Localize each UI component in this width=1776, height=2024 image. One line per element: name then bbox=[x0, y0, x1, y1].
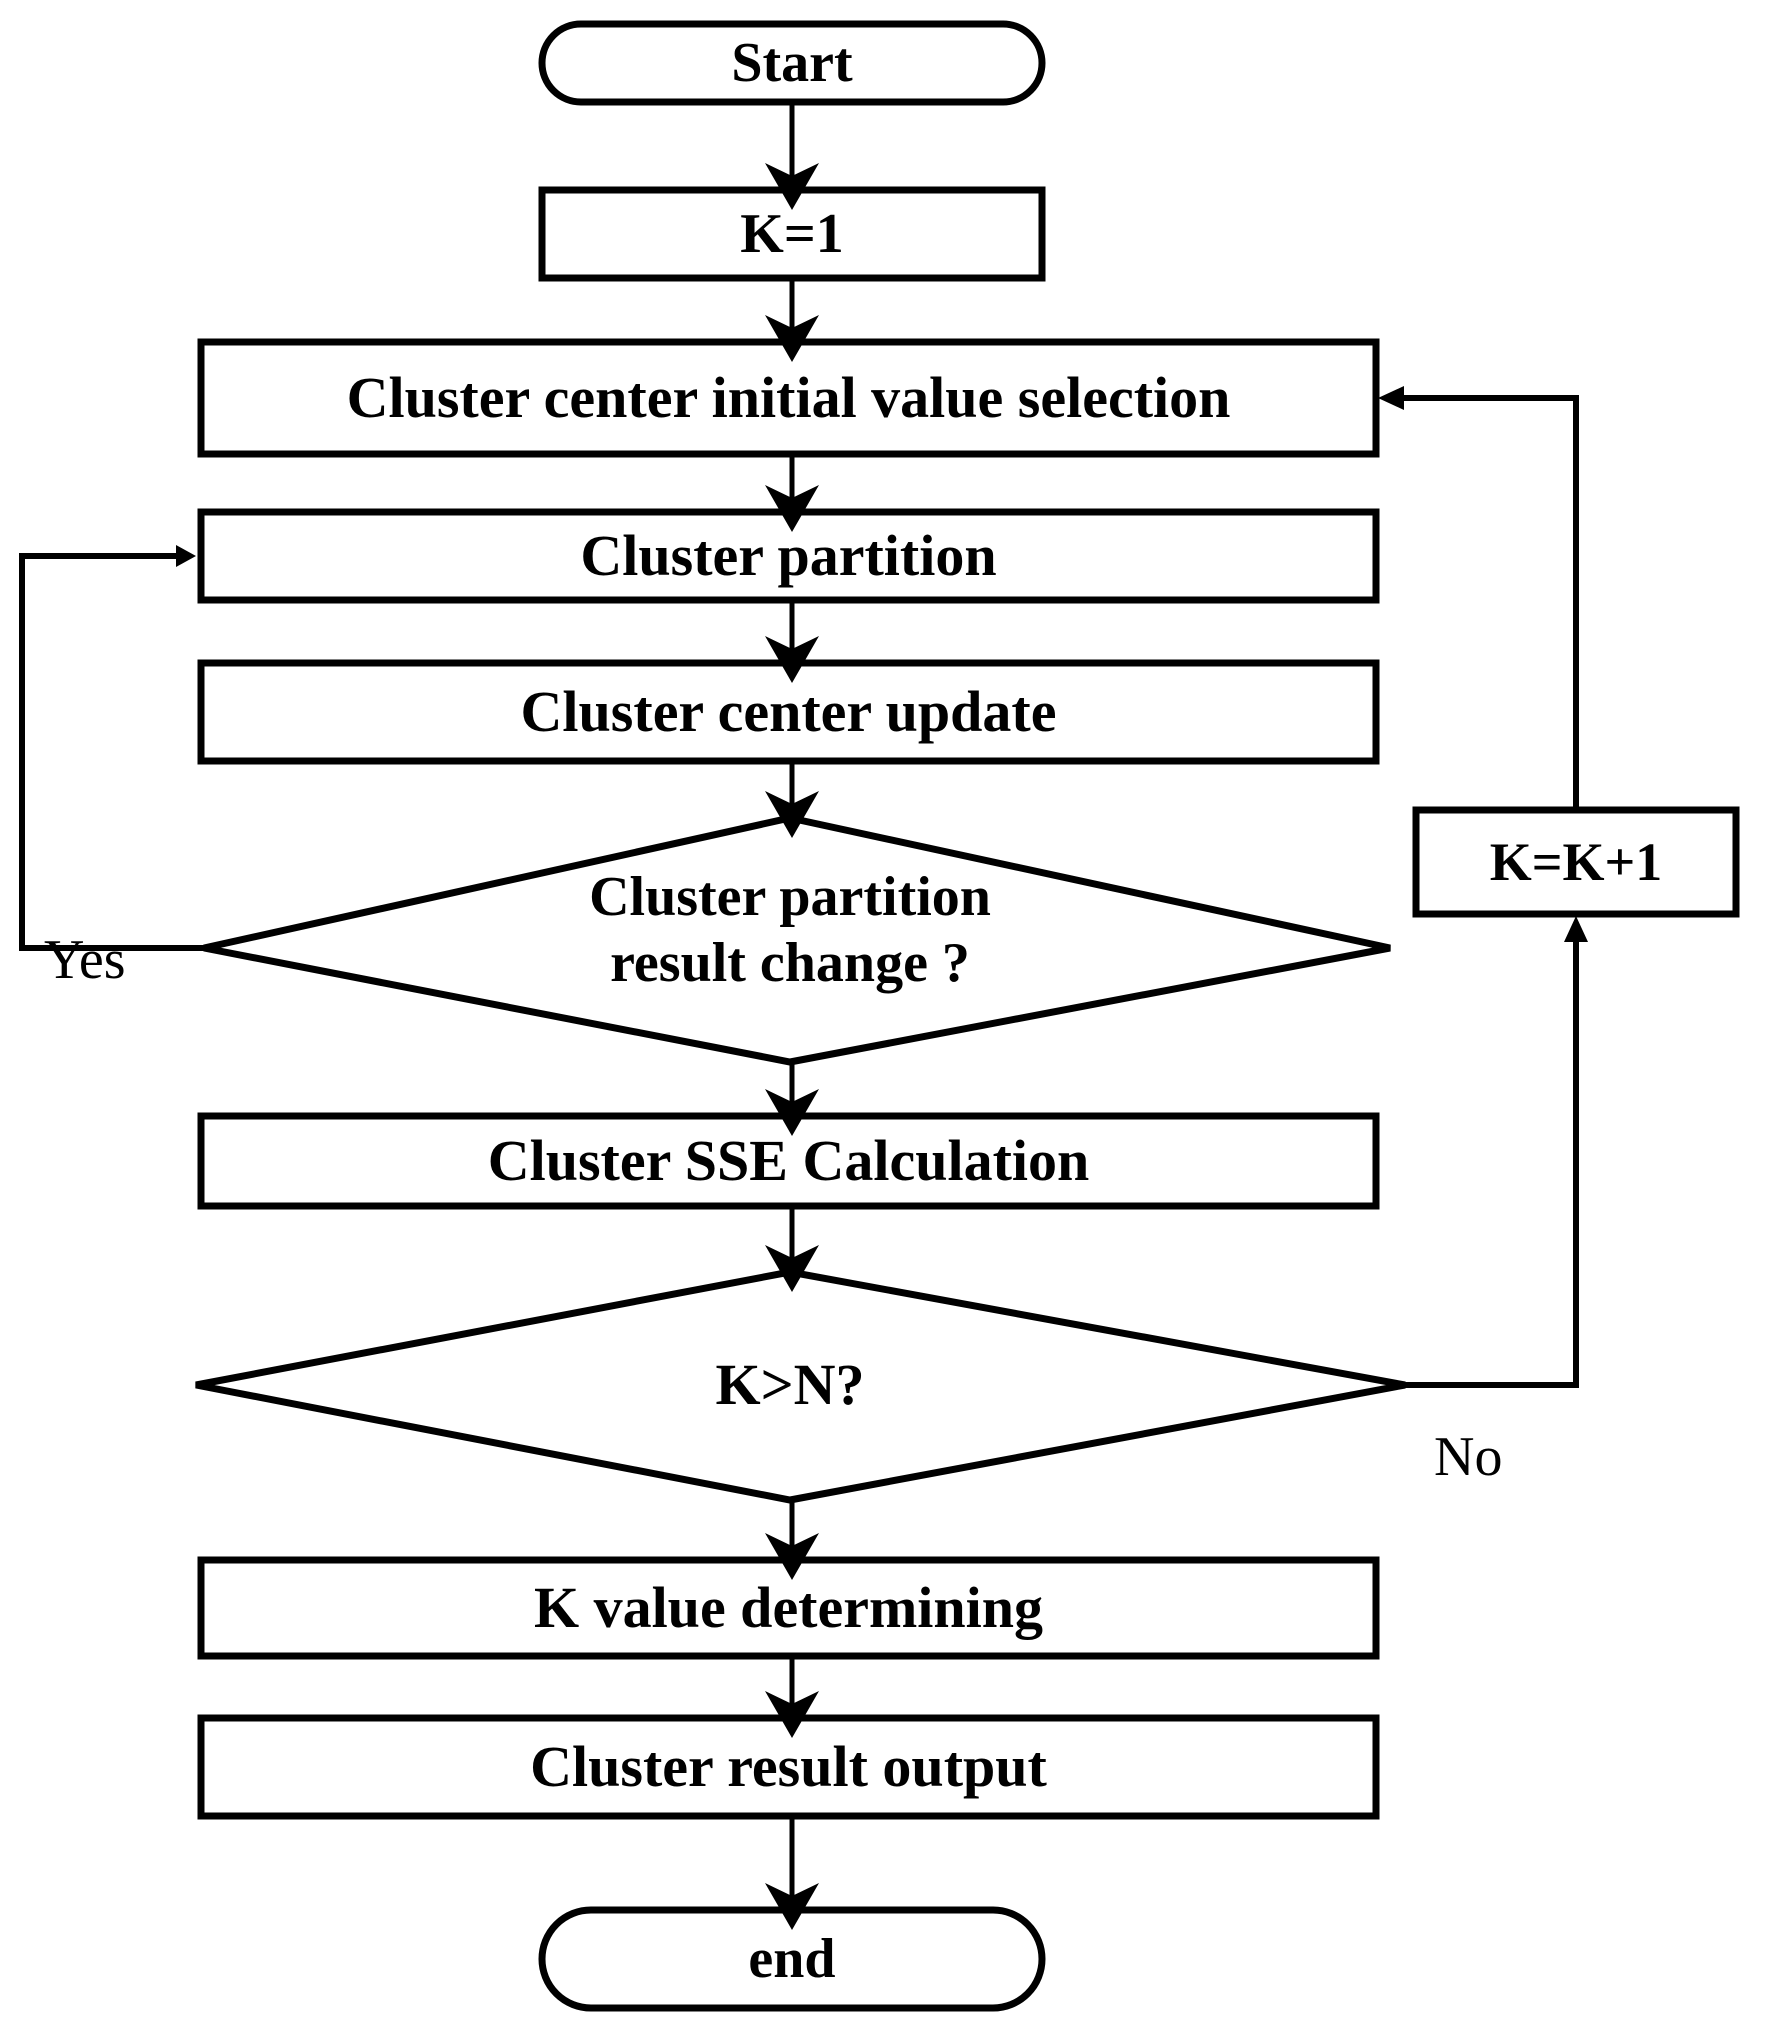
node-center-update-shape bbox=[197, 659, 1380, 765]
edge-label-yes: Yes bbox=[44, 929, 126, 991]
node-k-init[interactable] bbox=[542, 190, 1042, 278]
node-result-output-shape bbox=[197, 1714, 1380, 1820]
edge-label-no: No bbox=[1434, 1426, 1503, 1488]
arrowhead-kincrement-to-centerinit bbox=[1378, 386, 1404, 410]
node-start-shape bbox=[538, 20, 1046, 106]
node-end[interactable] bbox=[542, 1910, 1042, 2008]
node-k-determine-shape bbox=[197, 1556, 1380, 1660]
node-k-increment[interactable] bbox=[1416, 810, 1736, 914]
node-result-output[interactable] bbox=[201, 1718, 1376, 1816]
node-k-determine[interactable] bbox=[201, 1560, 1376, 1656]
edge-yes-feedback-loop bbox=[19, 553, 204, 951]
node-center-init[interactable] bbox=[201, 342, 1376, 454]
edge-no-to-kincrement bbox=[1405, 930, 1579, 1388]
node-sse[interactable] bbox=[201, 1116, 1376, 1206]
node-partition[interactable] bbox=[201, 512, 1376, 600]
node-change-decision[interactable] bbox=[204, 818, 1390, 1062]
node-k-increment-shape bbox=[1412, 806, 1740, 918]
edge-kincrement-to-centerinit bbox=[1394, 395, 1579, 810]
arrowhead-yes-feedback bbox=[176, 545, 196, 567]
node-kn-decision[interactable] bbox=[196, 1272, 1405, 1500]
node-center-update[interactable] bbox=[201, 663, 1376, 761]
node-start[interactable] bbox=[542, 24, 1042, 102]
arrowhead-no-to-kincrement bbox=[1564, 916, 1588, 942]
